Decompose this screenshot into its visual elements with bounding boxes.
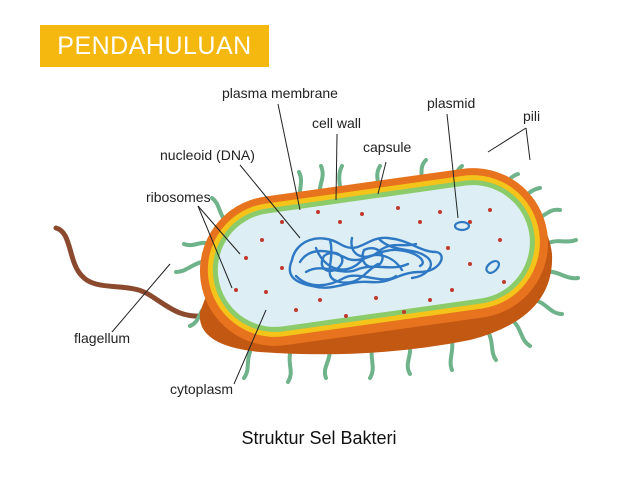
label-flagellum: flagellum [74, 330, 130, 346]
label-plasma-membrane: plasma membrane [222, 85, 338, 101]
plasmid-2 [485, 260, 500, 274]
label-cytoplasm: cytoplasm [170, 381, 233, 397]
figure-caption: Struktur Sel Bakteri [241, 428, 397, 448]
section-title-box: PENDAHULUAN [40, 25, 269, 67]
plasmid [453, 220, 471, 232]
label-cell-wall: cell wall [312, 115, 361, 131]
flagellum [53, 225, 208, 319]
label-pili: pili [523, 108, 540, 124]
label-capsule: capsule [363, 139, 411, 155]
ribosomes [234, 206, 506, 318]
label-plasmid: plasmid [427, 95, 475, 111]
section-title: PENDAHULUAN [57, 31, 252, 60]
leader-lines [111, 103, 531, 385]
label-nucleoid: nucleoid (DNA) [160, 147, 255, 163]
nucleoid-dna [288, 236, 443, 289]
label-ribosomes: ribosomes [146, 189, 211, 205]
